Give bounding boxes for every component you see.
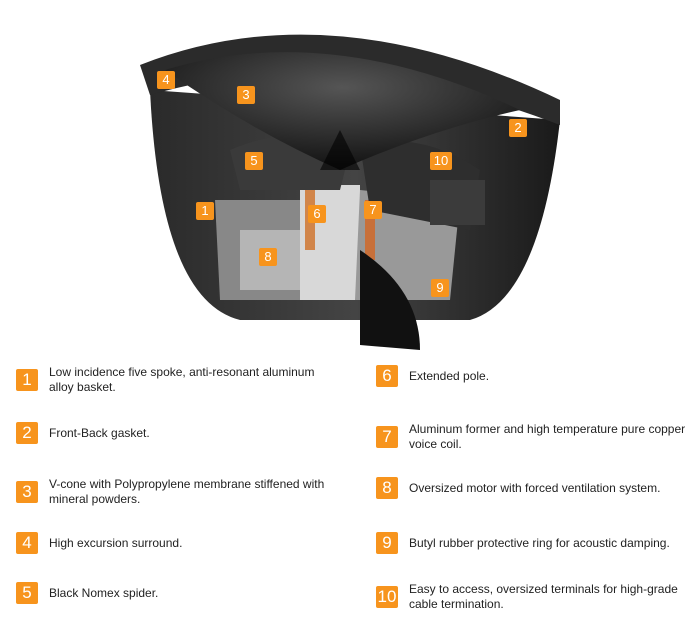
legend-badge: 2 [16,422,38,444]
legend-text: Oversized motor with forced ventilation … [409,480,661,495]
callout-1: 1 [196,202,214,220]
legend-item: 3 V-cone with Polypropylene membrane sti… [16,477,329,506]
legend-item: 7 Aluminum former and high temperature p… [376,422,689,451]
legend-badge: 9 [376,532,398,554]
legend-text: V-cone with Polypropylene membrane stiff… [49,477,325,506]
legend-badge: 7 [376,425,398,448]
legend-item: 5 Black Nomex spider. [16,582,329,604]
legend-item: 8 Oversized motor with forced ventilatio… [376,477,689,499]
legend-item: 9 Butyl rubber protective ring for acous… [376,532,689,554]
callout-5: 5 [245,152,263,170]
legend-badge: 6 [376,365,398,387]
legend-badge: 10 [376,585,398,608]
callout-9: 9 [431,279,449,297]
legend-badge: 4 [16,532,38,554]
legend-badge: 5 [16,582,38,604]
legend-text: Front-Back gasket. [49,425,150,440]
legend-text: Butyl rubber protective ring for acousti… [409,535,670,550]
legend-badge: 8 [376,477,398,499]
legend-text: Easy to access, oversized terminals for … [409,582,678,611]
callout-4: 4 [157,71,175,89]
legend-text: Low incidence five spoke, anti-resonant … [49,365,315,394]
legend-badge: 1 [16,368,38,391]
legend-item: 4 High excursion surround. [16,532,329,554]
legend-text: High excursion surround. [49,535,183,550]
legend-text: Black Nomex spider. [49,585,159,600]
legend-item: 10 Easy to access, oversized terminals f… [376,582,689,611]
callout-6: 6 [308,205,326,223]
callout-8: 8 [259,248,277,266]
legend-item: 6 Extended pole. [376,365,689,387]
legend-badge: 3 [16,480,38,503]
callout-2: 2 [509,119,527,137]
subwoofer-cutaway-illustration [140,34,560,350]
callout-3: 3 [237,86,255,104]
callout-7: 7 [364,201,382,219]
legend-item: 1 Low incidence five spoke, anti-resonan… [16,365,329,394]
legend-text: Aluminum former and high temperature pur… [409,422,686,451]
callout-10: 10 [430,152,452,170]
legend-item: 2 Front-Back gasket. [16,422,329,444]
legend-text: Extended pole. [409,368,490,383]
